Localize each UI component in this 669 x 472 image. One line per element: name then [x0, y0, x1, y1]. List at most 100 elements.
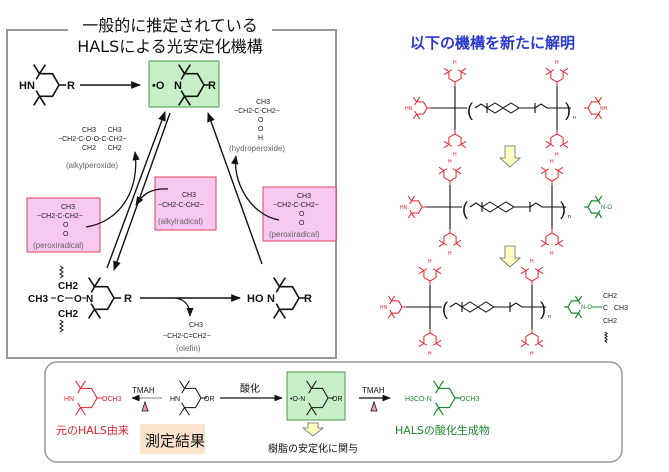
methyl-bonds	[540, 229, 564, 248]
paren-close: )	[565, 100, 571, 120]
olefin-label: (olefin)	[176, 344, 201, 353]
piperidine-ring	[418, 266, 442, 285]
alkoxyamine-r: R	[124, 293, 132, 305]
paren-close: )	[560, 199, 566, 219]
nitroxyl-ring-box	[286, 371, 346, 421]
red-ring-hn: HN	[64, 396, 74, 403]
methyl-bonds	[418, 329, 442, 348]
methyl-bonds	[272, 277, 307, 319]
peroxiradical-left-chain: ~CH2-C-CH2~	[37, 213, 83, 220]
alkylradical-label: (alkylradical)	[158, 217, 203, 226]
ring-bonds	[448, 133, 462, 147]
piperidine-ring	[540, 229, 564, 248]
piperidine-ring	[433, 380, 462, 416]
paren-open: (	[462, 199, 468, 219]
title-backdrop	[68, 14, 272, 54]
piperidine-ring	[564, 295, 583, 319]
nitroxyl-n: N	[174, 80, 182, 92]
piperidine-ring	[87, 277, 122, 319]
methyl-bonds	[433, 380, 462, 416]
ring-bonds	[550, 133, 564, 147]
methyl-bonds	[545, 67, 569, 86]
tmah-right: TMAH	[362, 386, 385, 395]
ring-bonds	[587, 200, 601, 214]
peroxiradical-right-ch3: CH3	[297, 193, 311, 200]
peroxiradical-right-label: (peroxiradical)	[269, 230, 320, 239]
hydroperoxide-o1: O	[258, 117, 264, 124]
alkylperoxide-ch2: CH2 CH2	[82, 145, 122, 152]
piperidine-ring	[584, 96, 603, 120]
methyl-bonds	[387, 295, 406, 319]
row3-alkyl: CH2 C CH3 CH2	[603, 293, 628, 343]
methyl-bonds	[520, 266, 544, 285]
nitroxyl-label: N-O	[601, 205, 612, 211]
methyl-bonds	[520, 329, 544, 348]
left-title-line2: HALSによる光安定化機構	[77, 37, 263, 56]
nitroxyl-o: •O	[152, 80, 165, 92]
measured-badge	[140, 424, 205, 454]
alkyl-ch2-top: CH2	[603, 293, 617, 300]
arrow-from-nitroxyl	[113, 112, 171, 271]
methyl-bonds	[306, 380, 335, 416]
hydroperoxide: CH3 ~CH2-C-CH2~ O O H (hydroperoxide)	[229, 99, 285, 153]
piperidine-ring	[75, 380, 104, 416]
methyl-bonds	[540, 166, 564, 185]
alkylperoxide-chain: ~CH2-C-O-O-C-CH2~	[58, 136, 127, 143]
ring-h-label: H	[428, 259, 432, 265]
chain	[469, 185, 566, 229]
spiro-ring	[461, 301, 495, 313]
paren-open: (	[442, 299, 448, 319]
arrow-to-nitroxyl-left	[106, 111, 166, 269]
arrow-hydroxylamine-to-nitroxyl	[207, 112, 263, 265]
alkylradical-chain: ~CH2-C-CH2~	[158, 202, 204, 209]
alkoxyamine-c: C	[57, 294, 64, 305]
peroxiradical-right-o1: O	[299, 211, 305, 218]
ring-bonds	[423, 268, 437, 282]
hydroperoxide-chain: ~CH2-C-CH2~	[234, 108, 280, 115]
peroxiradical-left-ch3: CH3	[61, 204, 75, 211]
methyl-bonds	[418, 266, 442, 285]
piperidine-ring	[387, 295, 406, 319]
alkylperoxide: CH3 CH3 ~CH2-C-O-O-C-CH2~ CH2 CH2 (alkyl…	[58, 127, 127, 170]
oxidation-label: 酸化	[240, 382, 260, 395]
piperidine-ring	[520, 329, 544, 348]
right-title: 以下の機構を新たに解明	[410, 34, 575, 52]
nitroxyl-ring-o: •O-N	[290, 396, 305, 403]
spiro-ring	[486, 102, 520, 114]
ring-bonds	[443, 168, 457, 182]
ring-h-label: H	[453, 152, 457, 158]
piperidine-ring	[418, 329, 442, 348]
methyl-bonds	[584, 195, 603, 219]
methyl-bonds	[75, 380, 104, 416]
backbone	[426, 185, 462, 229]
piperidine-ring	[584, 195, 603, 219]
methyl-bonds	[443, 67, 467, 86]
hydroxylamine-ho: HO	[247, 293, 264, 305]
alkoxyamine-ch3: CH3	[28, 294, 48, 305]
piperidine-ring	[306, 380, 335, 416]
nitroxyl-label: N-O	[581, 305, 592, 311]
green-ring-pre: H3CO-N	[405, 396, 432, 403]
stabilization-caption: 樹脂の安定化に関与	[268, 442, 358, 455]
ring-bonds	[545, 168, 559, 182]
piperidine-ring	[443, 67, 467, 86]
repeat-n: n	[568, 214, 571, 220]
hydroperoxide-o2: O	[258, 126, 264, 133]
ring-bonds	[448, 69, 462, 83]
piperidine-ring	[32, 64, 67, 106]
peroxiradical-left-label: (peroxiradical)	[33, 241, 84, 250]
paren-close: )	[540, 299, 546, 319]
ring-hn-label: HN	[380, 305, 388, 311]
nitroxyl-box	[148, 60, 220, 108]
piperidine-ring	[438, 229, 462, 248]
peroxiradical-left-o1: O	[63, 222, 69, 229]
chain	[474, 86, 571, 130]
alkyl-c: C	[603, 305, 608, 312]
alkylradical-box: CH3 ~CH2-C-CH2~ (alkylradical)	[154, 176, 217, 231]
heat-triangle-left	[141, 400, 149, 412]
methyl-bonds	[87, 277, 122, 319]
down-arrow-icon	[498, 145, 522, 168]
